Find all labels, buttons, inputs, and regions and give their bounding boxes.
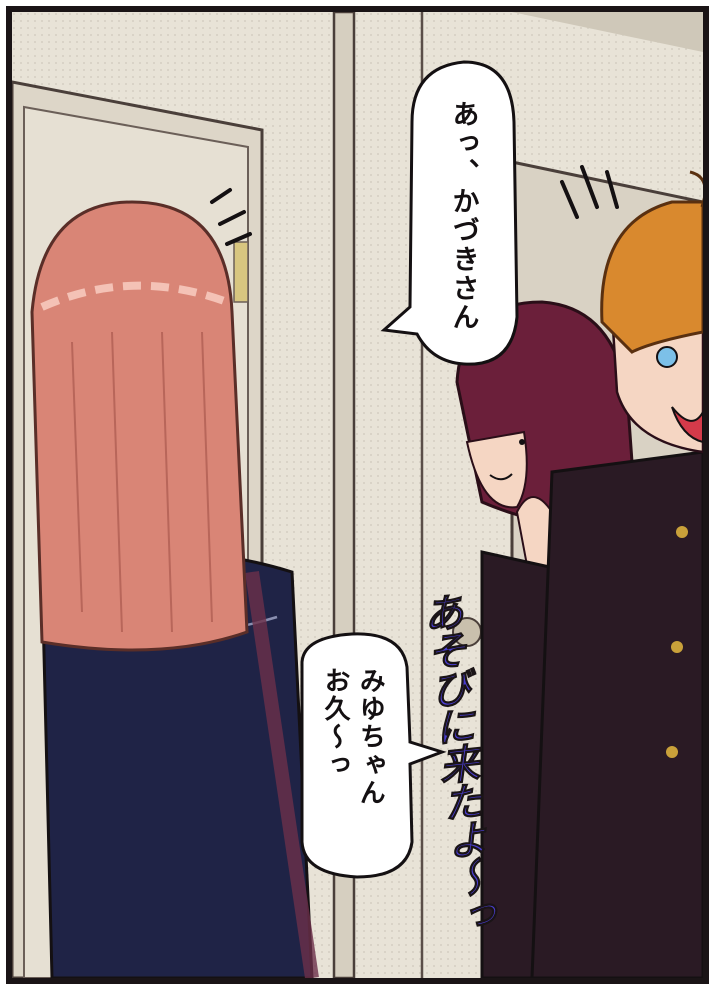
speech-bubble-bottom [300,632,447,879]
emphasis-marks-right [560,165,619,219]
speech-text-miyu: みゆちゃん お久～っ [320,667,386,807]
boy [530,170,703,978]
manga-panel: あっ、かづきさん みゆちゃん お久～っ あそびに来たよ～っ [6,6,709,984]
speech-bubble-top [380,60,519,366]
girl-back-view [30,200,319,978]
scene-illustration [12,12,703,978]
emphasis-marks-left [210,188,252,246]
speech-text-kazuki: あっ、かづきさん [447,100,479,332]
